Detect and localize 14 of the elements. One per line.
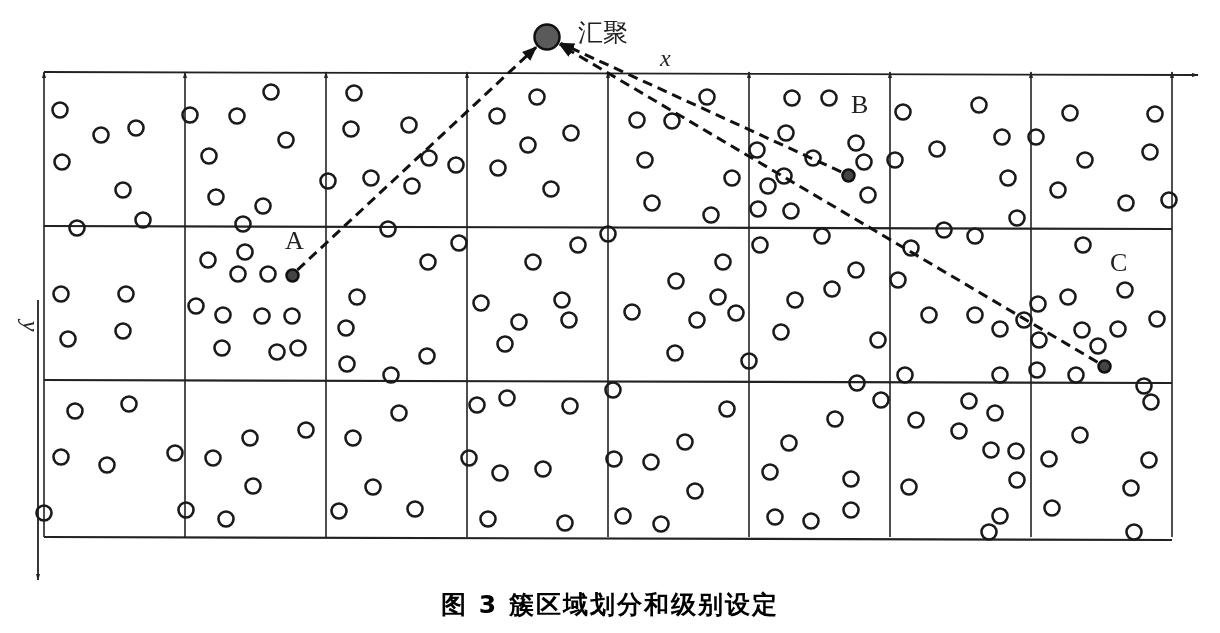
cluster-head-node	[1096, 358, 1112, 374]
sink-node	[533, 23, 561, 51]
axis-label: x	[660, 46, 671, 70]
node-label: A	[285, 228, 304, 254]
dashed-arrow	[559, 41, 842, 174]
dashed-arrow	[296, 46, 538, 271]
figure-caption: 图 3 簇区域划分和级别设定	[440, 589, 780, 621]
cluster-head-node	[840, 167, 856, 183]
axis-label: y	[19, 320, 44, 332]
cluster-head-node	[284, 267, 300, 283]
node-label: B	[851, 92, 869, 118]
node-label: C	[1110, 250, 1128, 276]
dashed-arrow	[558, 43, 1099, 364]
node-label: 汇聚	[578, 20, 628, 45]
